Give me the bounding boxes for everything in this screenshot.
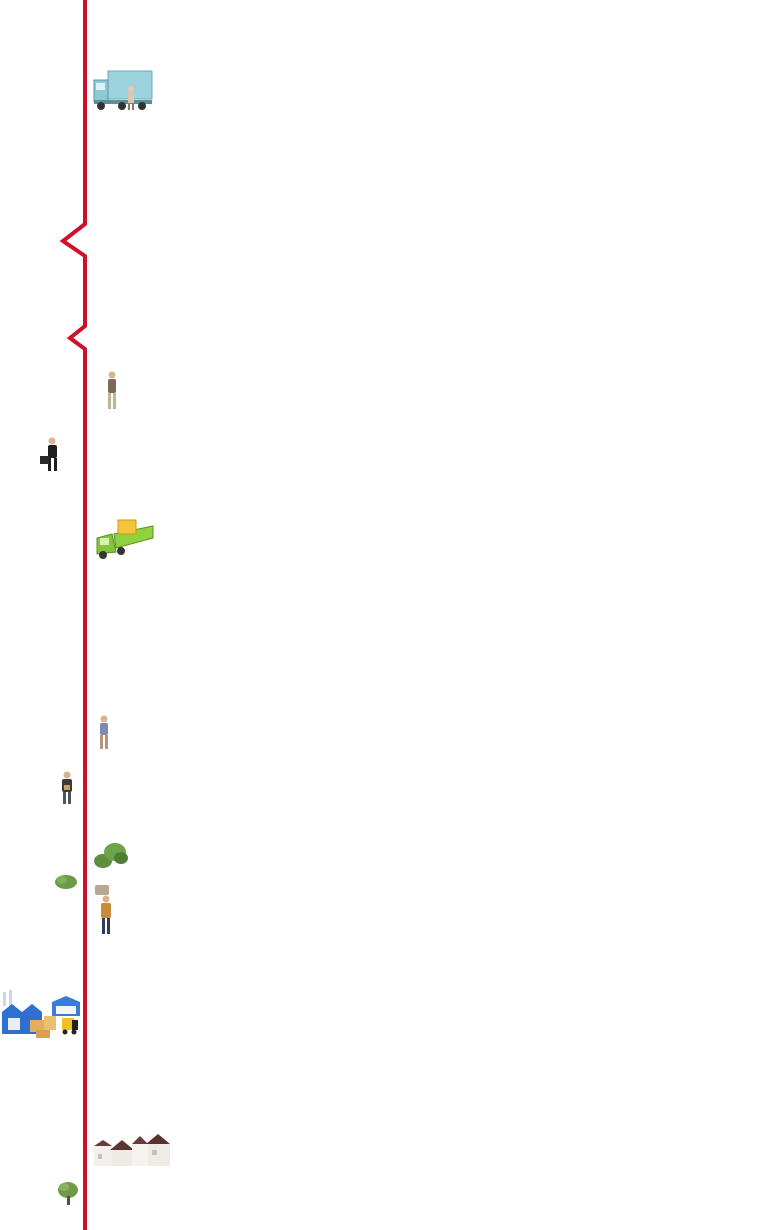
- shrub-icon: [55, 875, 77, 889]
- houses-icon: [94, 1134, 170, 1166]
- person-standing-icon: [108, 371, 116, 409]
- flatbed-truck-icon: [96, 519, 154, 559]
- factory-warehouse-icon: [2, 990, 80, 1038]
- businessman-briefcase-icon: [40, 437, 57, 471]
- person-standing-icon: [100, 715, 108, 749]
- shrub-icon: [94, 843, 128, 868]
- tree-icon: [58, 1182, 78, 1205]
- worker-icon: [62, 771, 72, 804]
- box-truck-icon: [93, 70, 153, 110]
- carrier-person-icon: [95, 885, 111, 934]
- timeline-line: [59, 0, 87, 1230]
